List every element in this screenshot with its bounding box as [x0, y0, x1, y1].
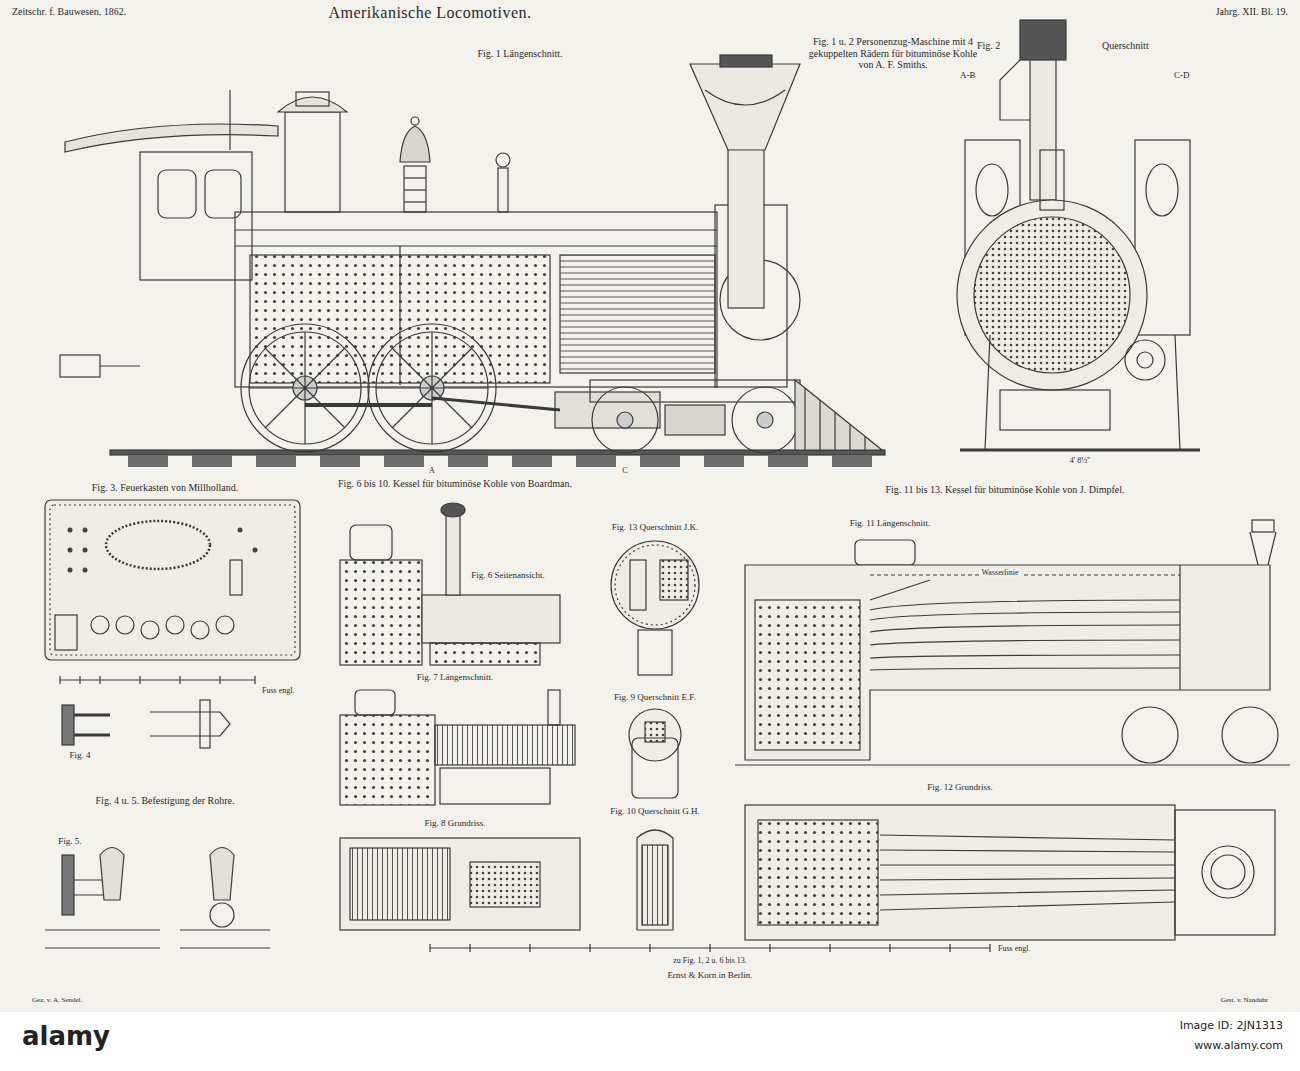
watermark-url: www.alamy.com: [1192, 1040, 1285, 1053]
figure-caption: Fig. 6 Seitenansicht.: [469, 570, 547, 580]
figure-caption: Fig. 1 Längenschnitt.: [476, 48, 565, 60]
view-label: Querschnitt: [1100, 40, 1151, 52]
figure-caption: Fig. 10 Querschnitt G.H.: [608, 806, 702, 816]
figure-caption: Fig. 2: [975, 40, 1002, 52]
figure-caption: Fig. 11 bis 13. Kessel für bituminöse Ko…: [843, 484, 1167, 496]
scale-unit: Fuss engl.: [260, 686, 296, 695]
figure-caption: Fig. 5.: [56, 836, 83, 846]
figure-caption: Fig. 13 Querschnitt J.K.: [610, 522, 701, 532]
section-mark: C-D: [1172, 70, 1192, 80]
figure-caption: Fig. 11 Längenschnitt.: [848, 518, 933, 528]
section-mark: A-B: [958, 70, 978, 80]
plate-number: Jahrg. XII. Bl. 19.: [1214, 6, 1290, 18]
figure-caption: Fig. 9 Querschnitt E.F.: [612, 692, 698, 702]
figure-caption: Fig. 6 bis 10. Kessel für bituminöse Koh…: [333, 478, 577, 490]
figure-caption: Fig. 12 Grundriss.: [925, 782, 995, 792]
dimension-label: 4' 8½'': [1068, 456, 1092, 465]
scale-caption: zu Fig. 1, 2 u. 6 bis 13.: [671, 956, 749, 965]
plate-title: Amerikanische Locomotiven.: [326, 4, 533, 22]
section-mark: C: [620, 466, 629, 475]
figure-caption: Fig. 4: [67, 750, 92, 760]
figure-caption: Fig. 8 Grundriss.: [422, 818, 487, 828]
engraver-credit: Gest. v. Nanduhr: [1219, 996, 1270, 1004]
journal-header: Zeitschr. f. Bauwesen. 1862.: [10, 6, 128, 18]
figure-caption: Fig. 7 Längenschnitt.: [415, 672, 496, 682]
watermark-bar: [0, 1012, 1300, 1071]
publisher-imprint: Ernst & Korn in Berlin.: [665, 970, 754, 980]
figure-caption: Fig. 4 u. 5. Befestigung der Rohre.: [94, 795, 237, 807]
scale-unit: Fuss engl.: [996, 944, 1032, 953]
figure-caption: Fig. 3. Feuerkasten von Millholland.: [90, 482, 240, 494]
watermark-logo: alamy: [20, 1022, 112, 1052]
figure-description: Fig. 1 u. 2 Personenzug-Maschine mit 4 g…: [806, 36, 980, 71]
water-line-label: Wasserlinie: [979, 568, 1020, 577]
draughtsman-credit: Gez. v. A. Sendel.: [30, 996, 84, 1004]
section-mark: A: [427, 466, 437, 475]
image-id: Image ID: 2JN1313: [1178, 1020, 1285, 1033]
